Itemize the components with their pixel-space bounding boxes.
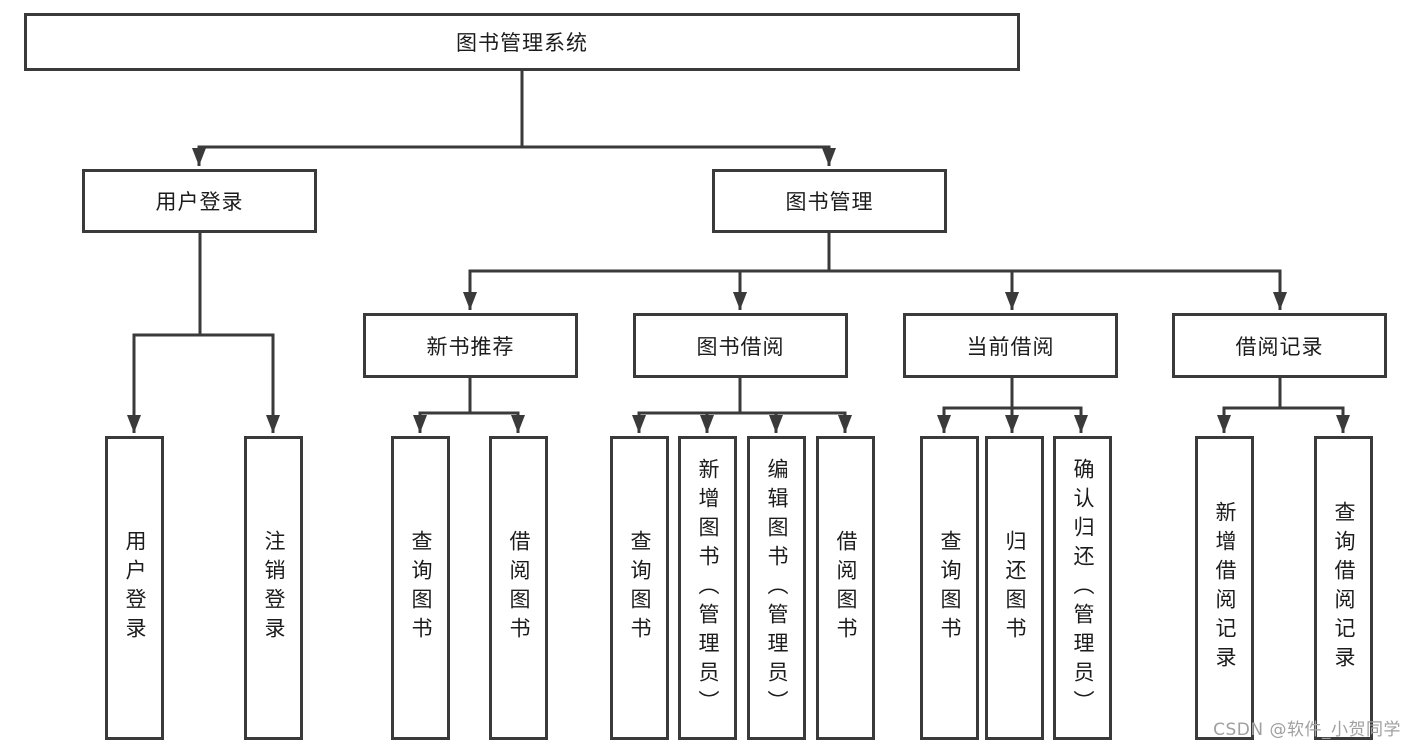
node-label: 用户登录 <box>155 190 244 214</box>
leaf-label: 借阅图书 <box>834 530 858 646</box>
leaf-label: 确认归还（管理员） <box>1071 457 1095 719</box>
leaf-query-books-borrowing: 查询图书 <box>610 436 669 740</box>
node-label: 当前借阅 <box>966 334 1055 359</box>
node-label: 借阅记录 <box>1235 334 1324 359</box>
leaf-edit-book-admin: 编辑图书（管理员） <box>747 436 806 740</box>
node-label: 图书借阅 <box>696 334 785 359</box>
leaf-return-books: 归还图书 <box>985 436 1044 740</box>
node-borrowing-records: 借阅记录 <box>1172 313 1387 378</box>
leaf-add-book-admin: 新增图书（管理员） <box>678 436 737 740</box>
leaf-label: 查询借阅记录 <box>1332 501 1356 675</box>
node-label: 新书推荐 <box>426 334 515 359</box>
leaf-label: 注销登录 <box>262 530 286 646</box>
leaf-add-borrow-record: 新增借阅记录 <box>1195 436 1254 740</box>
leaf-query-books-current: 查询图书 <box>920 436 979 740</box>
leaf-label: 新增借阅记录 <box>1213 501 1237 675</box>
leaf-label: 查询图书 <box>938 530 962 646</box>
node-current-borrowing: 当前借阅 <box>903 313 1118 378</box>
node-book-management: 图书管理 <box>712 169 947 233</box>
leaf-label: 查询图书 <box>628 530 652 646</box>
node-book-borrowing: 图书借阅 <box>633 313 848 378</box>
leaf-query-books-recommend: 查询图书 <box>391 436 450 740</box>
leaf-label: 新增图书（管理员） <box>696 457 720 719</box>
node-new-book-recommendation: 新书推荐 <box>363 313 578 378</box>
leaf-label: 用户登录 <box>123 530 147 646</box>
node-user-login: 用户登录 <box>82 169 317 233</box>
leaf-confirm-return-admin: 确认归还（管理员） <box>1053 436 1112 740</box>
leaf-query-borrow-record: 查询借阅记录 <box>1314 436 1373 740</box>
leaf-label: 借阅图书 <box>507 530 531 646</box>
leaf-borrow-books-borrowing: 借阅图书 <box>816 436 875 740</box>
leaf-label: 编辑图书（管理员） <box>765 457 789 719</box>
csdn-watermark: CSDN @软件_小贺同学 <box>1213 720 1401 740</box>
leaf-borrow-books-recommend: 借阅图书 <box>489 436 548 740</box>
leaf-label: 归还图书 <box>1003 530 1027 646</box>
leaf-label: 查询图书 <box>409 530 433 646</box>
leaf-logout: 注销登录 <box>244 436 303 740</box>
node-label: 图书管理 <box>785 190 874 214</box>
node-library-management-system: 图书管理系统 <box>24 13 1020 71</box>
leaf-user-login: 用户登录 <box>105 436 164 740</box>
node-label: 图书管理系统 <box>456 31 588 55</box>
